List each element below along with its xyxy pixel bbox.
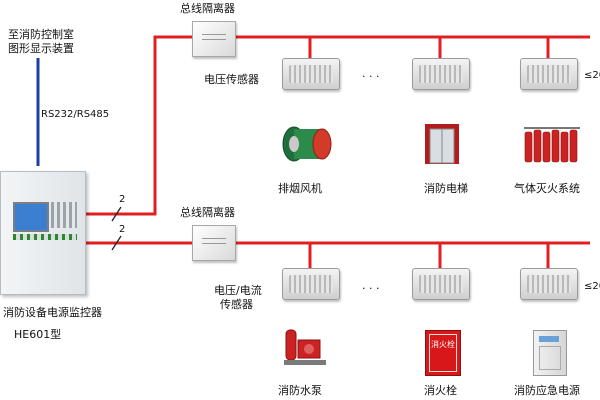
upper-device-label-3: 气体灭火系统 xyxy=(514,182,580,195)
lower-ellipsis: · · · xyxy=(362,282,380,295)
protocol-label: RS232/RS485 xyxy=(41,109,110,120)
fire-elevator-image xyxy=(424,123,460,165)
upper-device-label-2: 消防电梯 xyxy=(424,182,468,195)
monitor-indicator xyxy=(13,234,77,240)
lower-isolator-label: 总线隔离器 xyxy=(180,206,235,219)
fire-hydrant-image: 消火栓 xyxy=(425,330,461,376)
device-name-label: 消防设备电源监控器 xyxy=(3,306,102,319)
lower-device-label-1: 消防水泵 xyxy=(278,384,322,397)
lower-device-label-3: 消防应急电源 xyxy=(514,384,580,397)
upper-ellipsis: · · · xyxy=(362,70,380,83)
monitor-device xyxy=(0,171,86,295)
lower-bus-slash xyxy=(111,235,122,251)
top-label-line1: 至消防控制室 xyxy=(8,28,74,41)
upper-sensor-label: 电压传感器 xyxy=(204,73,259,86)
upper-bus-count: 2 xyxy=(119,194,126,205)
upper-device-label-1: 排烟风机 xyxy=(278,182,322,195)
gas-extinguisher-image xyxy=(522,124,582,164)
upper-limit-label: ≤20 xyxy=(584,70,600,81)
lower-sensor-label-line2: 传感器 xyxy=(220,298,253,311)
emergency-power-image xyxy=(533,330,567,376)
upper-sensor-3 xyxy=(520,58,578,90)
upper-isolator-box xyxy=(192,21,236,57)
top-label-line2: 图形显示装置 xyxy=(8,42,74,55)
hydrant-box-text: 消火栓 xyxy=(431,340,455,349)
lower-sensor-3 xyxy=(520,268,578,300)
lower-limit-label: ≤20 xyxy=(584,281,600,292)
lower-sensor-2 xyxy=(412,268,470,300)
upper-bus-line xyxy=(83,35,590,216)
device-model-label: HE601型 xyxy=(14,328,62,341)
upper-bus-slash xyxy=(111,206,122,222)
monitor-keypad xyxy=(51,202,77,228)
monitor-screen xyxy=(13,202,49,232)
lower-sensor-1 xyxy=(282,268,340,300)
smoke-fan-image xyxy=(280,124,332,164)
upper-isolator-label: 总线隔离器 xyxy=(180,2,235,15)
lower-isolator-box xyxy=(192,225,236,261)
lower-sensor-label-line1: 电压/电流 xyxy=(214,284,262,297)
lower-bus-count: 2 xyxy=(119,224,126,235)
upper-sensor-2 xyxy=(412,58,470,90)
upper-sensor-1 xyxy=(282,58,340,90)
fire-pump-image xyxy=(282,324,328,366)
lower-device-label-2: 消火栓 xyxy=(424,384,457,397)
